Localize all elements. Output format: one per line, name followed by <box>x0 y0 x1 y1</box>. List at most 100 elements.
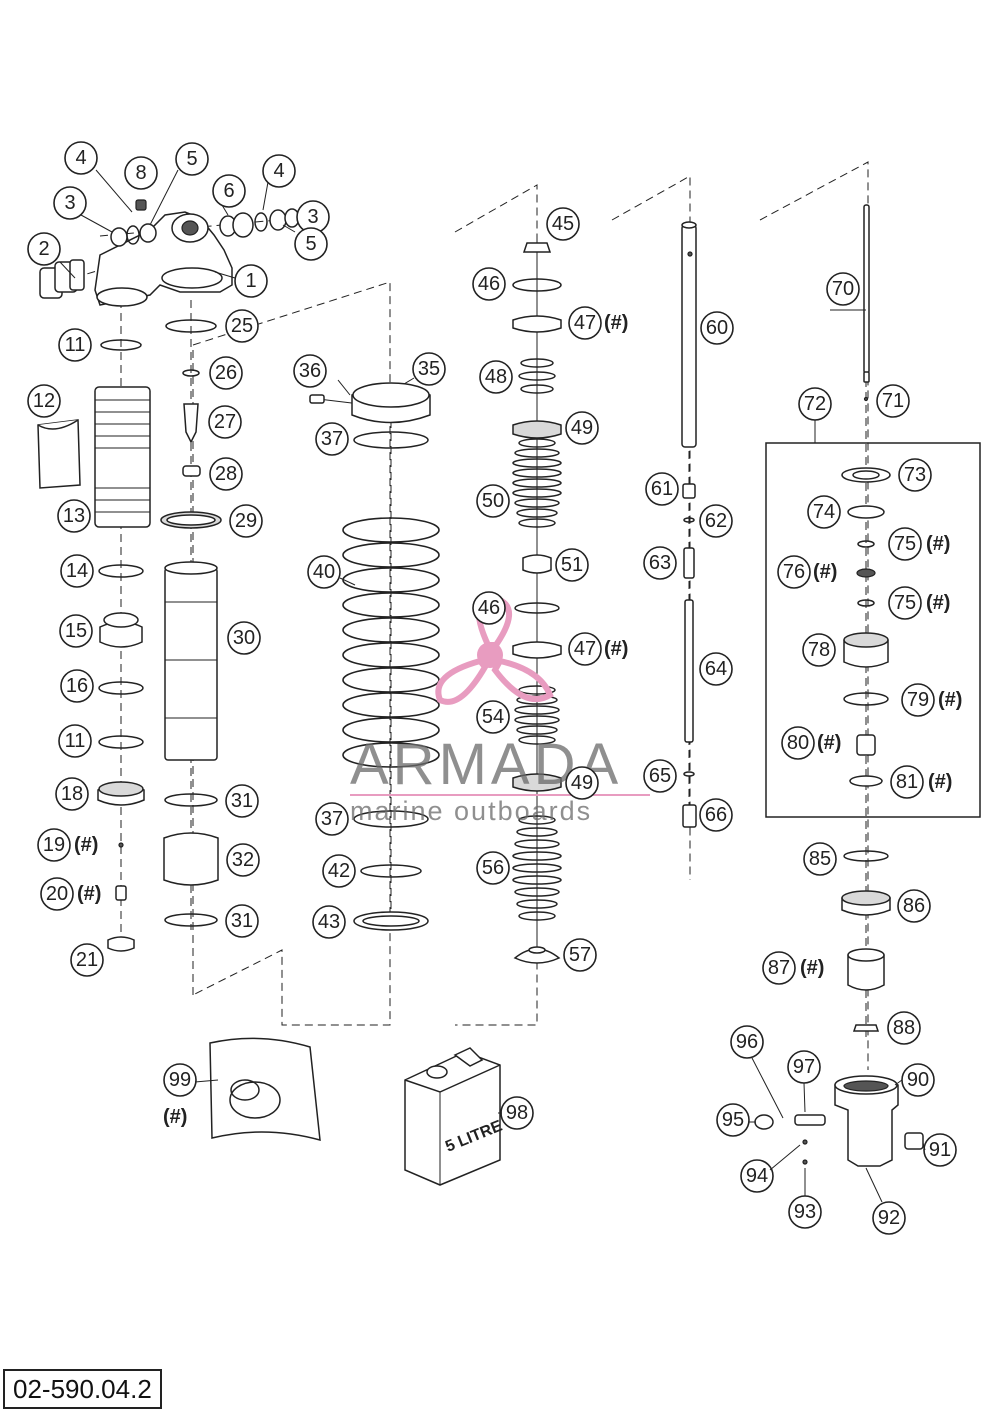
callout-number: 25 <box>231 315 253 337</box>
callout-15: 15 <box>59 614 93 648</box>
callout-number: 15 <box>65 620 87 642</box>
callout-circle <box>225 309 259 343</box>
callout-circle <box>40 877 74 911</box>
callout-number: 74 <box>813 501 835 523</box>
accessories: 5 LITRE <box>209 1037 505 1186</box>
hash-marker: (#) <box>604 638 628 660</box>
callout-number: 93 <box>794 1201 816 1223</box>
callout-90: 90 <box>901 1063 935 1097</box>
callout-48: 48 <box>479 360 513 394</box>
callout-number: 32 <box>232 849 254 871</box>
hash-marker: (#) <box>604 312 628 334</box>
callout-28: 28 <box>209 457 243 491</box>
callout-number: 54 <box>482 706 504 728</box>
callout-80: 80 (#) <box>781 726 841 760</box>
callout-circle <box>229 504 263 538</box>
hash-marker: (#) <box>938 689 962 711</box>
callout-circle <box>716 1103 750 1137</box>
callout-5-bottom: 5 <box>294 227 328 261</box>
callout-1: 1 <box>234 264 268 298</box>
callout-number: 50 <box>482 490 504 512</box>
callout-circle <box>234 264 268 298</box>
callout-number: 64 <box>705 658 727 680</box>
callout-number: 42 <box>328 860 350 882</box>
callout-11-top: 11 <box>58 328 92 362</box>
callout-circle <box>777 555 811 589</box>
callout-56: 56 <box>476 851 510 885</box>
callout-number: 18 <box>61 783 83 805</box>
callout-circle <box>901 683 935 717</box>
callout-number: 19 <box>43 834 65 856</box>
callout-circle <box>472 591 506 625</box>
callout-circle <box>479 360 513 394</box>
callout-number: 6 <box>223 180 234 202</box>
callout-45: 45 <box>546 207 580 241</box>
callout-circle <box>762 951 796 985</box>
callout-number: 56 <box>482 857 504 879</box>
callout-circle <box>699 798 733 832</box>
callout-number: 95 <box>722 1109 744 1131</box>
callout-number: 35 <box>418 358 440 380</box>
callout-97: 97 <box>787 1050 821 1084</box>
callout-circle <box>888 586 922 620</box>
callout-92: 92 <box>872 1201 906 1235</box>
callout-87: 87 (#) <box>762 951 824 985</box>
callout-number: 65 <box>649 765 671 787</box>
watermark-tagline: marine outboards <box>350 796 592 826</box>
callout-63: 63 <box>643 546 677 580</box>
callout-circle <box>802 633 836 667</box>
callouts: 1 2 3 3 4 4 5 5 6 8 11 11 12 13 14 15 16… <box>27 141 962 1235</box>
callout-circle <box>315 802 349 836</box>
callout-circle <box>307 555 341 589</box>
callout-circle <box>209 356 243 390</box>
callout-circle <box>798 387 832 421</box>
callout-number: 60 <box>706 317 728 339</box>
callout-circle <box>55 777 89 811</box>
callout-circle <box>163 1063 197 1097</box>
callout-number: 43 <box>318 911 340 933</box>
lower-seal-assembly <box>754 204 981 1167</box>
callout-circle <box>175 142 209 176</box>
callout-29: 29 <box>229 504 263 538</box>
callout-circle <box>208 405 242 439</box>
callout-circle <box>898 458 932 492</box>
callout-circle <box>888 527 922 561</box>
callout-number: 76 <box>783 561 805 583</box>
callout-75-top: 75 (#) <box>888 527 950 561</box>
callout-circle <box>209 457 243 491</box>
callout-circle <box>294 227 328 261</box>
callout-32: 32 <box>226 843 260 877</box>
callout-circle <box>700 311 734 345</box>
callout-number: 97 <box>793 1056 815 1078</box>
callout-number: 40 <box>313 561 335 583</box>
callout-number: 81 <box>896 771 918 793</box>
callout-number: 5 <box>186 148 197 170</box>
callout-3-left: 3 <box>53 186 87 220</box>
callout-88: 88 <box>887 1011 921 1045</box>
callout-circle <box>60 554 94 588</box>
callout-number: 91 <box>929 1139 951 1161</box>
callout-number: 90 <box>907 1069 929 1091</box>
hash-marker: (#) <box>74 834 98 856</box>
callout-number: 28 <box>215 463 237 485</box>
callout-number: 27 <box>214 411 236 433</box>
callout-circle <box>803 842 837 876</box>
piston-shim-stack <box>512 242 562 964</box>
callout-number: 61 <box>651 478 673 500</box>
callout-circle <box>225 904 259 938</box>
callout-number: 4 <box>75 147 86 169</box>
callout-circle <box>322 854 356 888</box>
callout-circle <box>546 207 580 241</box>
callout-circle <box>887 1011 921 1045</box>
callout-circle <box>37 828 71 862</box>
callout-circle <box>565 411 599 445</box>
callout-21: 21 <box>70 943 104 977</box>
callout-circle <box>568 306 602 340</box>
callout-circle <box>58 328 92 362</box>
callout-number: 71 <box>882 390 904 412</box>
callout-61: 61 <box>645 472 679 506</box>
callout-47-top: 47 (#) <box>568 306 628 340</box>
callout-43: 43 <box>312 905 346 939</box>
callout-number: 36 <box>299 360 321 382</box>
callout-72: 72 <box>798 387 832 421</box>
